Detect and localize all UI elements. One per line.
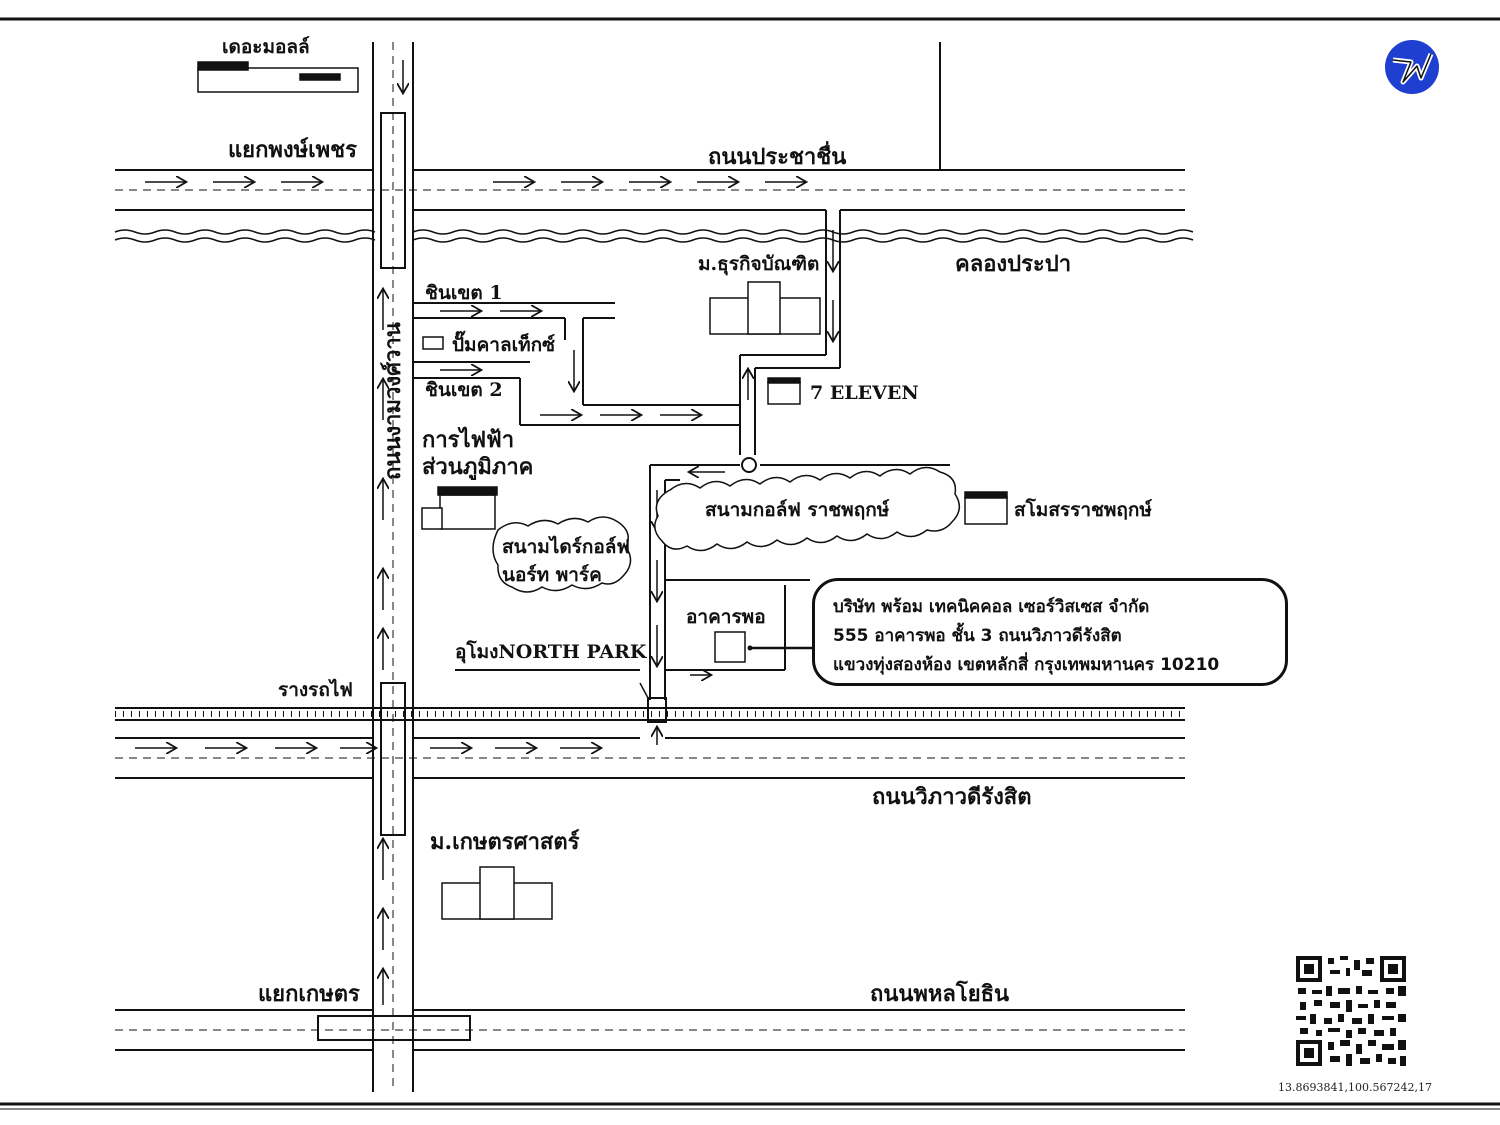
driving-range-area [492, 516, 632, 593]
tunnel-label: อุโมงNORTH PARK [455, 641, 647, 663]
yaek-phong-phet-label: แยกพงษ์เพชร [228, 137, 357, 163]
company-name: บริษัท พร้อม เทคนิคคอล เซอร์วิสเซส จำกัด [833, 597, 1150, 617]
thanon-prachachuen-label: ถนนประชาชื่น [708, 144, 847, 170]
company-logo-icon [1385, 40, 1439, 94]
thanon-phahonyothin-label: ถนนพหลโยธิน [870, 981, 1010, 1007]
khlong-prapa-label: คลองประปา [955, 251, 1072, 277]
thanon-vibhavadi-label: ถนนวิภาวดีรังสิต [872, 784, 1032, 810]
golf-course-label: สนามกอล์ฟ ราชพฤกษ์ [705, 499, 890, 521]
yaek-kaset-label: แยกเกษตร [258, 981, 360, 1007]
thanon-ngamwongwan-label: ถนนงามวงศ์วาน [380, 322, 406, 480]
building-icons [197, 61, 1008, 920]
chinnakhet-2-label: ชินเขต 2 [425, 379, 503, 401]
golf-course-area [654, 466, 961, 552]
roads [114, 42, 1194, 1092]
driving-range-label-line1: สนามไดร์กอล์ฟ [502, 536, 630, 558]
dpu-label: ม.ธุรกิจบัณฑิต [698, 253, 820, 275]
driving-range-label-line2: นอร์ท พาร์ค [502, 564, 602, 586]
the-mall-label: เดอะมอลล์ [222, 36, 310, 58]
po-building-label: อาคารพอ [686, 606, 766, 628]
pea-label-line1: การไฟฟ้า [422, 427, 515, 453]
qr-code-icon [1296, 956, 1406, 1066]
seven-eleven-label: 7 ELEVEN [810, 382, 919, 404]
pea-label-line2: ส่วนภูมิภาค [422, 454, 534, 480]
rajapruek-club-label: สโมสรราชพฤกษ์ [1014, 499, 1152, 521]
address-callout: บริษัท พร้อม เทคนิคคอล เซอร์วิสเซส จำกัด… [812, 578, 1288, 686]
coordinates-text: 13.8693841,100.567242,17 [1278, 1081, 1432, 1094]
chinnakhet-1-label: ชินเขต 1 [425, 282, 503, 304]
caltex-label: ปั๊มคาลเท็กซ์ [452, 334, 556, 356]
address-line-1: 555 อาคารพอ ชั้น 3 ถนนวิภาวดีรังสิต [833, 626, 1122, 646]
address-line-2: แขวงทุ่งสองห้อง เขตหลักสี่ กรุงเทพมหานคร… [833, 655, 1220, 675]
railway-label: รางรถไฟ [278, 679, 353, 701]
kasetsart-label: ม.เกษตรศาสตร์ [430, 829, 580, 855]
